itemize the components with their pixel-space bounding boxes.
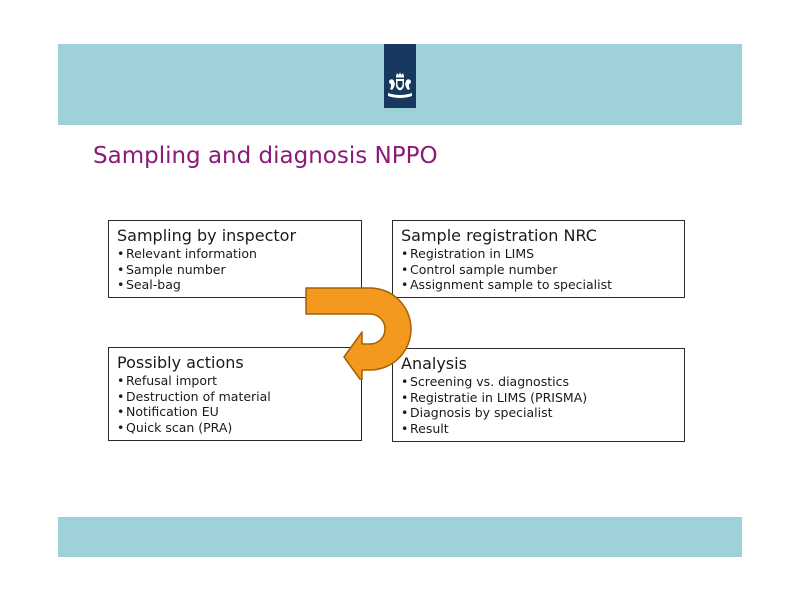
box-analysis: Analysis Screening vs. diagnostics Regis… xyxy=(392,348,685,442)
royal-coat-of-arms-icon xyxy=(388,72,412,98)
box-title: Analysis xyxy=(401,354,467,373)
list-item: Control sample number xyxy=(401,262,676,278)
list-item: Refusal import xyxy=(117,373,353,389)
list-item: Result xyxy=(401,421,676,437)
logo xyxy=(384,44,416,108)
list-item: Sample number xyxy=(117,262,353,278)
list-item: Screening vs. diagnostics xyxy=(401,374,676,390)
page-title: Sampling and diagnosis NPPO xyxy=(93,143,438,169)
footer-band xyxy=(58,517,742,557)
bullet-list: Screening vs. diagnostics Registratie in… xyxy=(401,374,676,436)
box-sample-registration: Sample registration NRC Registration in … xyxy=(392,220,685,298)
list-item: Seal-bag xyxy=(117,277,353,293)
list-item: Registratie in LIMS (PRISMA) xyxy=(401,390,676,406)
box-possibly-actions: Possibly actions Refusal import Destruct… xyxy=(108,347,362,441)
list-item: Destruction of material xyxy=(117,389,353,405)
list-item: Quick scan (PRA) xyxy=(117,420,353,436)
box-title: Possibly actions xyxy=(117,353,244,372)
box-sampling-by-inspector: Sampling by inspector Relevant informati… xyxy=(108,220,362,298)
bullet-list: Refusal import Destruction of material N… xyxy=(117,373,353,435)
cycle-arrow-icon xyxy=(305,287,412,380)
bullet-list: Registration in LIMS Control sample numb… xyxy=(401,246,676,293)
list-item: Assignment sample to specialist xyxy=(401,277,676,293)
list-item: Notification EU xyxy=(117,404,353,420)
bullet-list: Relevant information Sample number Seal-… xyxy=(117,246,353,293)
list-item: Diagnosis by specialist xyxy=(401,405,676,421)
box-title: Sample registration NRC xyxy=(401,226,597,245)
list-item: Registration in LIMS xyxy=(401,246,676,262)
box-title: Sampling by inspector xyxy=(117,226,297,245)
list-item: Relevant information xyxy=(117,246,353,262)
